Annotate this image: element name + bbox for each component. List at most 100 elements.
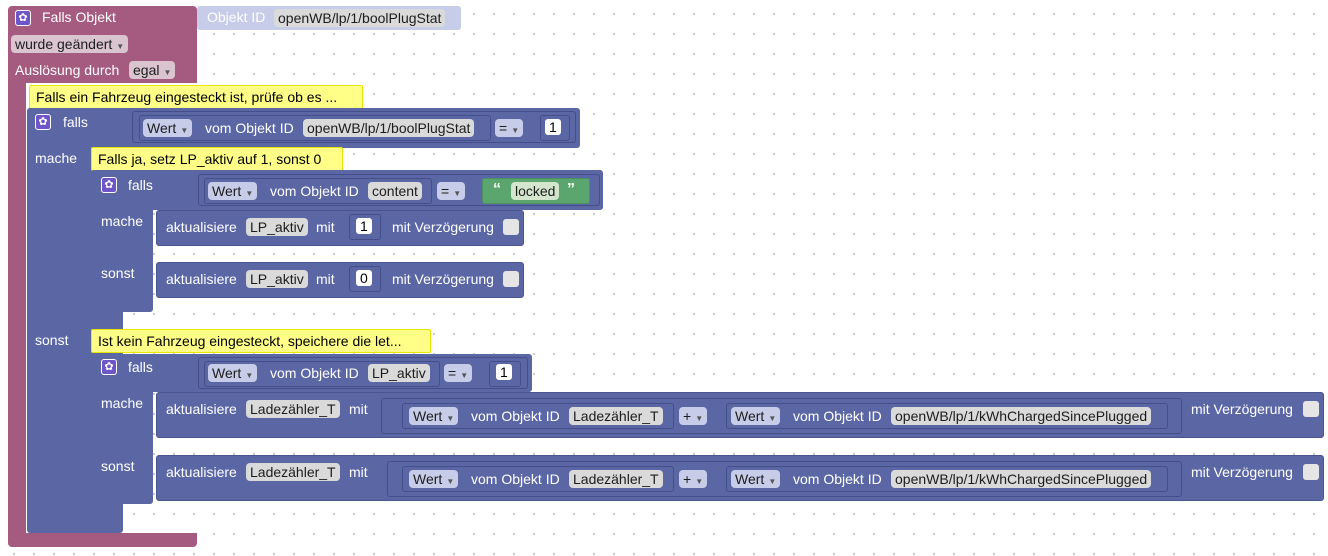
wert-label: Wert: [735, 471, 765, 487]
trigger-by-label: Auslösung durch: [15, 62, 120, 78]
plus-label: +: [683, 408, 692, 424]
if-block-2-bottom: [91, 300, 121, 316]
update-a-with: mit: [316, 219, 335, 235]
dropdown-arrow-icon: ▼: [460, 371, 469, 380]
update-b-delay-checkbox[interactable]: [503, 271, 519, 287]
if3-sonst-label: sonst: [101, 458, 135, 474]
dropdown-arrow-icon: ▼: [453, 189, 462, 198]
if1-object-id[interactable]: openWB/lp/1/boolPlugStat: [303, 119, 475, 137]
update-d-of-object-2: vom Objekt ID: [793, 471, 882, 487]
if1-of-object-label: vom Objekt ID: [205, 120, 294, 136]
update-c-plus-dropdown[interactable]: +▼: [679, 407, 708, 425]
update-d-with: mit: [349, 464, 368, 480]
update-b-number[interactable]: 0: [356, 270, 372, 286]
if1-wert-dropdown[interactable]: Wert▼: [143, 119, 193, 137]
object-id-label: Objekt ID: [207, 9, 266, 25]
update-block-a[interactable]: [156, 210, 524, 246]
dropdown-arrow-icon: ▼: [245, 371, 254, 380]
update-d-obj2[interactable]: openWB/lp/1/kWhChargedSincePlugged: [891, 470, 1152, 488]
dropdown-arrow-icon: ▼: [116, 42, 125, 51]
if3-number-value[interactable]: 1: [496, 364, 512, 380]
if3-eq-dropdown[interactable]: =▼: [444, 364, 473, 382]
if3-of-object-label: vom Objekt ID: [270, 365, 359, 381]
update-c-wert1-dropdown[interactable]: Wert▼: [409, 407, 459, 425]
if1-eq-dropdown[interactable]: =▼: [495, 119, 524, 137]
if3-wert-dropdown[interactable]: Wert▼: [208, 364, 258, 382]
update-d-wert2-dropdown[interactable]: Wert▼: [731, 470, 781, 488]
eq-label: =: [441, 183, 450, 199]
object-id-value[interactable]: openWB/lp/1/boolPlugStat: [274, 9, 446, 27]
if2-wert-dropdown[interactable]: Wert▼: [208, 182, 258, 200]
gear-icon[interactable]: ✿: [101, 177, 117, 193]
quote-open-icon: “: [493, 181, 501, 198]
if1-falls-label: falls: [63, 114, 88, 130]
trigger-title: Falls Objekt: [42, 9, 116, 25]
wert-label: Wert: [212, 365, 242, 381]
dropdown-arrow-icon: ▼: [511, 126, 520, 135]
update-c-wert2-dropdown[interactable]: Wert▼: [731, 407, 781, 425]
update-b-label: aktualisiere: [166, 271, 237, 287]
update-c-obj1[interactable]: Ladezähler_T: [569, 407, 663, 425]
quote-close-icon: ”: [567, 181, 575, 198]
changed-dropdown[interactable]: wurde geändert▼: [11, 35, 129, 53]
update-c-target[interactable]: Ladezähler_T: [246, 400, 340, 418]
update-d-target[interactable]: Ladezähler_T: [246, 463, 340, 481]
comment-3[interactable]: Ist kein Fahrzeug eingesteckt, speichere…: [91, 329, 431, 353]
update-d-obj1[interactable]: Ladezähler_T: [569, 470, 663, 488]
update-c-of-object-2: vom Objekt ID: [793, 408, 882, 424]
wert-label: Wert: [212, 183, 242, 199]
update-block-b[interactable]: [156, 262, 524, 298]
if2-text-value[interactable]: locked: [511, 182, 560, 200]
update-d-delay-label: mit Verzögerung: [1191, 464, 1293, 480]
if1-mache-label: mache: [35, 150, 78, 166]
wert-label: Wert: [147, 120, 177, 136]
update-c-delay-checkbox[interactable]: [1303, 401, 1319, 417]
if2-object-id[interactable]: content: [368, 182, 422, 200]
update-b-delay-label: mit Verzögerung: [392, 271, 494, 287]
update-d-plus-dropdown[interactable]: +▼: [679, 470, 708, 488]
update-c-delay-label: mit Verzögerung: [1191, 401, 1293, 417]
trigger-by-dropdown[interactable]: egal▼: [129, 61, 176, 79]
dropdown-arrow-icon: ▼: [180, 126, 189, 135]
update-b-target[interactable]: LP_aktiv: [246, 270, 308, 288]
wert-label: Wert: [735, 408, 765, 424]
update-a-delay-checkbox[interactable]: [503, 219, 519, 235]
eq-label: =: [448, 365, 457, 381]
gear-icon[interactable]: ✿: [101, 359, 117, 375]
if3-falls-label: falls: [128, 359, 153, 375]
gear-icon[interactable]: ✿: [35, 114, 51, 130]
dropdown-arrow-icon: ▼: [695, 414, 704, 423]
if1-sonst-label: sonst: [35, 332, 69, 348]
update-c-label: aktualisiere: [166, 401, 237, 417]
update-b-with: mit: [316, 271, 335, 287]
dropdown-arrow-icon: ▼: [446, 477, 455, 486]
plus-label: +: [683, 471, 692, 487]
trigger-block-bottom: [8, 533, 197, 547]
dropdown-arrow-icon: ▼: [768, 414, 777, 423]
wert-label: Wert: [413, 408, 443, 424]
update-a-target[interactable]: LP_aktiv: [246, 218, 308, 236]
if2-of-object-label: vom Objekt ID: [270, 183, 359, 199]
gear-icon[interactable]: ✿: [15, 10, 31, 26]
eq-label: =: [499, 120, 508, 136]
trigger-by-dropdown-label: egal: [133, 62, 160, 78]
comment-1[interactable]: Falls ein Fahrzeug eingesteckt ist, prüf…: [29, 85, 363, 109]
update-a-number[interactable]: 1: [356, 218, 372, 234]
if3-mache-label: mache: [101, 395, 144, 411]
if2-sonst-label: sonst: [101, 265, 135, 281]
update-d-delay-checkbox[interactable]: [1303, 464, 1319, 480]
dropdown-arrow-icon: ▼: [695, 477, 704, 486]
if-block-1-bottom: [27, 518, 120, 532]
if3-object-id[interactable]: LP_aktiv: [368, 364, 430, 382]
if2-falls-label: falls: [128, 177, 153, 193]
dropdown-arrow-icon: ▼: [446, 414, 455, 423]
update-c-obj2[interactable]: openWB/lp/1/kWhChargedSincePlugged: [891, 407, 1152, 425]
comment-2[interactable]: Falls ja, setz LP_aktiv auf 1, sonst 0: [91, 147, 343, 171]
update-d-label: aktualisiere: [166, 464, 237, 480]
update-c-with: mit: [349, 401, 368, 417]
update-d-wert1-dropdown[interactable]: Wert▼: [409, 470, 459, 488]
if1-number-value[interactable]: 1: [545, 119, 561, 135]
if2-eq-dropdown[interactable]: =▼: [437, 182, 466, 200]
trigger-block-spine: [8, 83, 26, 541]
update-c-of-object-1: vom Objekt ID: [471, 408, 560, 424]
